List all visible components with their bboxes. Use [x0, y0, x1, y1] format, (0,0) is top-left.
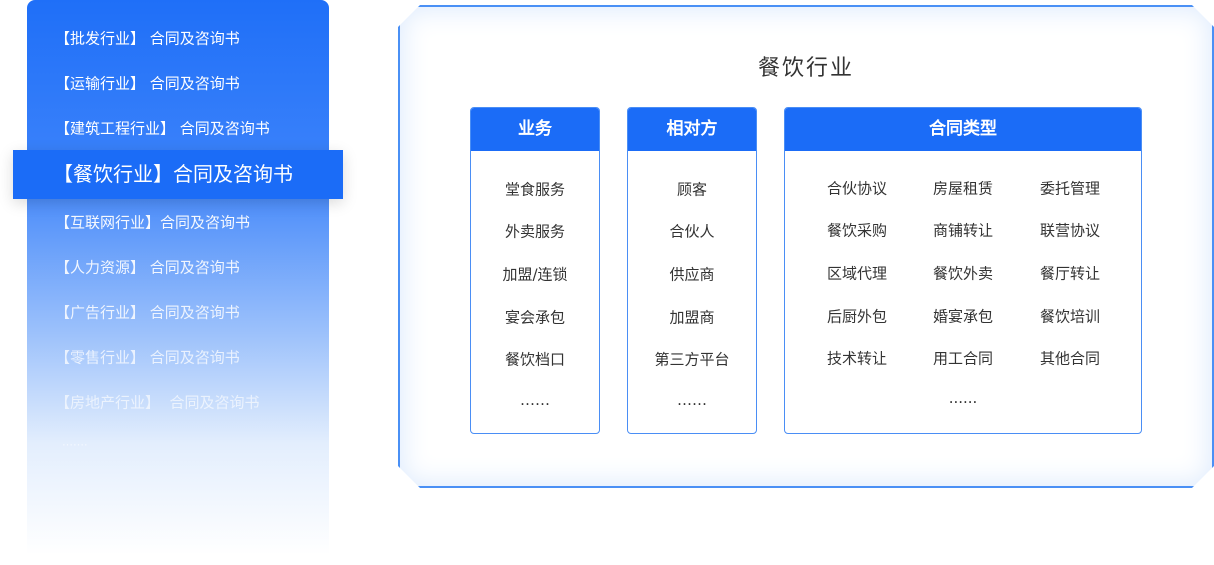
- list-item: 第三方平台: [654, 350, 730, 369]
- column-counterparty: 相对方: [627, 107, 757, 434]
- list-item: 商铺转让: [932, 221, 994, 240]
- list-item: 餐厅转让: [1039, 264, 1101, 283]
- sidebar-item[interactable]: 【零售行业】 合同及咨询书: [55, 348, 240, 367]
- list-item: 后厨外包: [826, 307, 888, 326]
- sidebar-item[interactable]: 【运输行业】 合同及咨询书: [55, 74, 240, 93]
- list-item: 餐饮外卖: [932, 264, 994, 283]
- list-item: 房屋租赁: [932, 179, 994, 198]
- column-header: 相对方: [628, 108, 756, 151]
- list-item: 合伙协议: [826, 179, 888, 198]
- list-item: 合伙人: [669, 222, 715, 241]
- list-item: 技术转让: [826, 349, 888, 368]
- sidebar-item[interactable]: 【建筑工程行业】 合同及咨询书: [55, 119, 270, 138]
- sidebar-item-active[interactable]: 【餐饮行业】合同及咨询书: [13, 150, 343, 199]
- list-item: ……: [520, 391, 550, 409]
- sidebar-item[interactable]: 【广告行业】 合同及咨询书: [55, 303, 240, 322]
- list-item: ……: [677, 391, 707, 409]
- list-item: 外卖服务: [504, 222, 566, 241]
- column-header: 合同类型: [785, 108, 1141, 151]
- list-item: 餐饮采购: [826, 221, 888, 240]
- list-item: 联营协议: [1039, 221, 1101, 240]
- list-item: 婚宴承包: [932, 307, 994, 326]
- list-item: 顾客: [676, 180, 708, 199]
- sidebar-item[interactable]: 【互联网行业】合同及咨询书: [55, 213, 251, 232]
- sidebar-item: …….: [62, 435, 88, 449]
- industry-sidebar: [27, 0, 329, 555]
- list-item: 委托管理: [1039, 179, 1101, 198]
- panel-title: 餐饮行业: [757, 56, 854, 81]
- column-header: 业务: [471, 108, 599, 151]
- list-item: 餐饮培训: [1039, 307, 1101, 326]
- list-item: 堂食服务: [504, 180, 566, 199]
- list-item: 供应商: [669, 265, 715, 284]
- list-item: 用工合同: [932, 349, 994, 368]
- list-item: 加盟商: [669, 308, 715, 327]
- sidebar-item[interactable]: 【房地产行业】 合同及咨询书: [55, 393, 260, 412]
- sidebar-item[interactable]: 【人力资源】 合同及咨询书: [55, 258, 240, 277]
- column-contract-types: 合同类型: [784, 107, 1142, 434]
- sidebar-item[interactable]: 【批发行业】 合同及咨询书: [55, 29, 240, 48]
- list-item: 区域代理: [826, 264, 888, 283]
- column-business: 业务: [470, 107, 600, 434]
- list-item: ......: [948, 389, 978, 407]
- list-item: 宴会承包: [504, 308, 566, 327]
- list-item: 加盟/连锁: [502, 265, 568, 284]
- list-item: 餐饮档口: [504, 350, 566, 369]
- list-item: 其他合同: [1039, 349, 1101, 368]
